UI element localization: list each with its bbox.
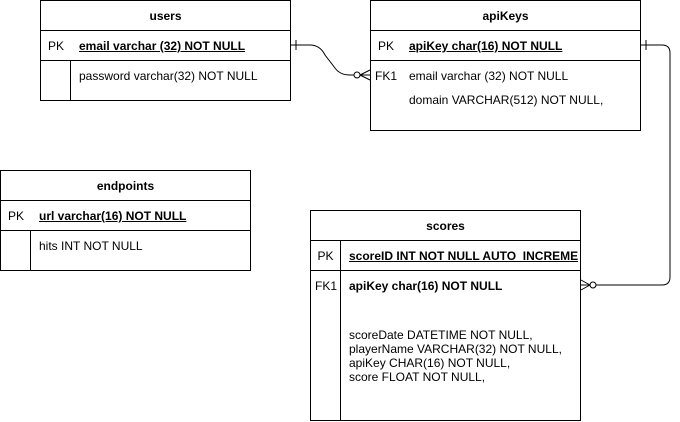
fields-section: FK1 apiKey char(16) NOT NULL scoreDate D… <box>311 271 580 420</box>
pk-row: PK apiKey char(16) NOT NULL <box>371 31 640 61</box>
field: password varchar(32) NOT NULL <box>79 69 258 83</box>
key-column <box>1 231 31 270</box>
pk-field: url varchar(16) NOT NULL <box>39 209 187 223</box>
field: hits INT NOT NULL <box>39 239 143 253</box>
pk-row: PK scoreID INT NOT NULL AUTO_INCREMENT <box>311 241 580 271</box>
entity-users[interactable]: users PK email varchar (32) NOT NULL pas… <box>40 0 291 101</box>
pk-label: PK <box>7 209 24 223</box>
pk-row: PK url varchar(16) NOT NULL <box>1 201 250 231</box>
entity-apikeys[interactable]: apiKeys PK apiKey char(16) NOT NULL FK1 … <box>370 0 641 131</box>
fk-field: apiKey char(16) NOT NULL <box>349 279 503 293</box>
fk-label: FK1 <box>314 279 337 293</box>
pk-label: PK <box>311 241 341 270</box>
field: score FLOAT NOT NULL, <box>349 370 486 384</box>
field: domain VARCHAR(512) NOT NULL, <box>409 93 604 107</box>
key-column <box>311 271 341 420</box>
fk-label: FK1 <box>374 69 397 83</box>
field: playerName VARCHAR(32) NOT NULL, <box>349 342 562 356</box>
field: scoreDate DATETIME NOT NULL, <box>349 328 533 342</box>
key-column <box>41 61 71 100</box>
field: apiKey CHAR(16) NOT NULL, <box>349 356 511 370</box>
entity-scores[interactable]: scores PK scoreID INT NOT NULL AUTO_INCR… <box>310 210 581 421</box>
pk-field: apiKey char(16) NOT NULL <box>409 39 563 53</box>
pk-label: PK <box>47 39 64 53</box>
pk-field: scoreID INT NOT NULL AUTO_INCREMENT <box>349 249 578 263</box>
entity-endpoints[interactable]: endpoints PK url varchar(16) NOT NULL hi… <box>0 170 251 271</box>
pk-label: PK <box>377 39 394 53</box>
relationship-users-apikeys[interactable] <box>291 40 371 81</box>
entity-title: scores <box>311 211 580 241</box>
relationship-apikeys-scores[interactable] <box>580 40 671 291</box>
entity-title: apiKeys <box>371 1 640 31</box>
entity-title: users <box>41 1 290 31</box>
field: email varchar (32) NOT NULL <box>409 69 569 83</box>
fields-section: FK1 email varchar (32) NOT NULL domain V… <box>371 61 640 130</box>
entity-title: endpoints <box>1 171 250 201</box>
pk-row: PK email varchar (32) NOT NULL <box>41 31 290 61</box>
pk-field: email varchar (32) NOT NULL <box>79 39 246 53</box>
fields-section: hits INT NOT NULL <box>1 231 250 270</box>
fields-section: password varchar(32) NOT NULL <box>41 61 290 100</box>
